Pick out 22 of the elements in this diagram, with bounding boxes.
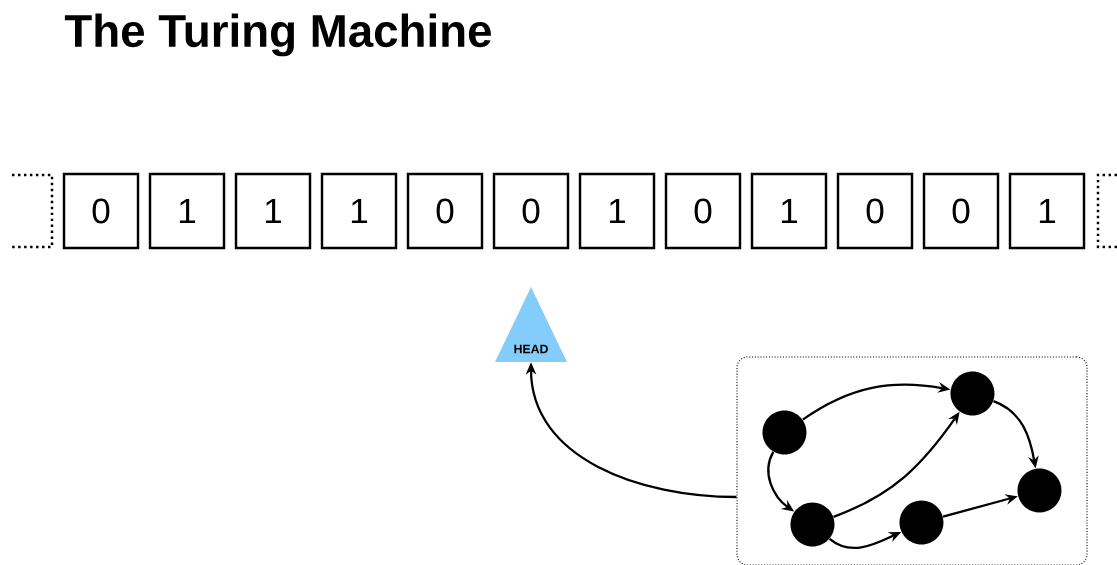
tape-cell: 1 bbox=[234, 172, 312, 250]
partial-tape-cell bbox=[1096, 173, 1117, 249]
state-circle bbox=[1017, 468, 1062, 513]
head-triangle: HEAD bbox=[495, 287, 567, 362]
tape-cell: 0 bbox=[922, 172, 1000, 250]
tape-cell: 0 bbox=[836, 172, 914, 250]
tape-cell: 1 bbox=[1008, 172, 1086, 250]
tape-cell: 1 bbox=[148, 172, 226, 250]
tape-cell: 0 bbox=[406, 172, 484, 250]
tape-cell: 0 bbox=[492, 172, 570, 250]
partial-tape-cell bbox=[12, 173, 54, 249]
title: The Turing Machine bbox=[64, 13, 491, 57]
tape-cell: 1 bbox=[578, 172, 656, 250]
state-circle bbox=[790, 502, 835, 547]
tape-cell: 1 bbox=[750, 172, 828, 250]
state-machine-frame bbox=[736, 356, 1088, 565]
state-circle bbox=[899, 500, 944, 545]
tape-cell: 1 bbox=[320, 172, 398, 250]
tape-cell: 0 bbox=[664, 172, 742, 250]
state-circle bbox=[762, 410, 807, 455]
state-circle bbox=[950, 371, 995, 416]
tape-cell: 0 bbox=[62, 172, 140, 250]
